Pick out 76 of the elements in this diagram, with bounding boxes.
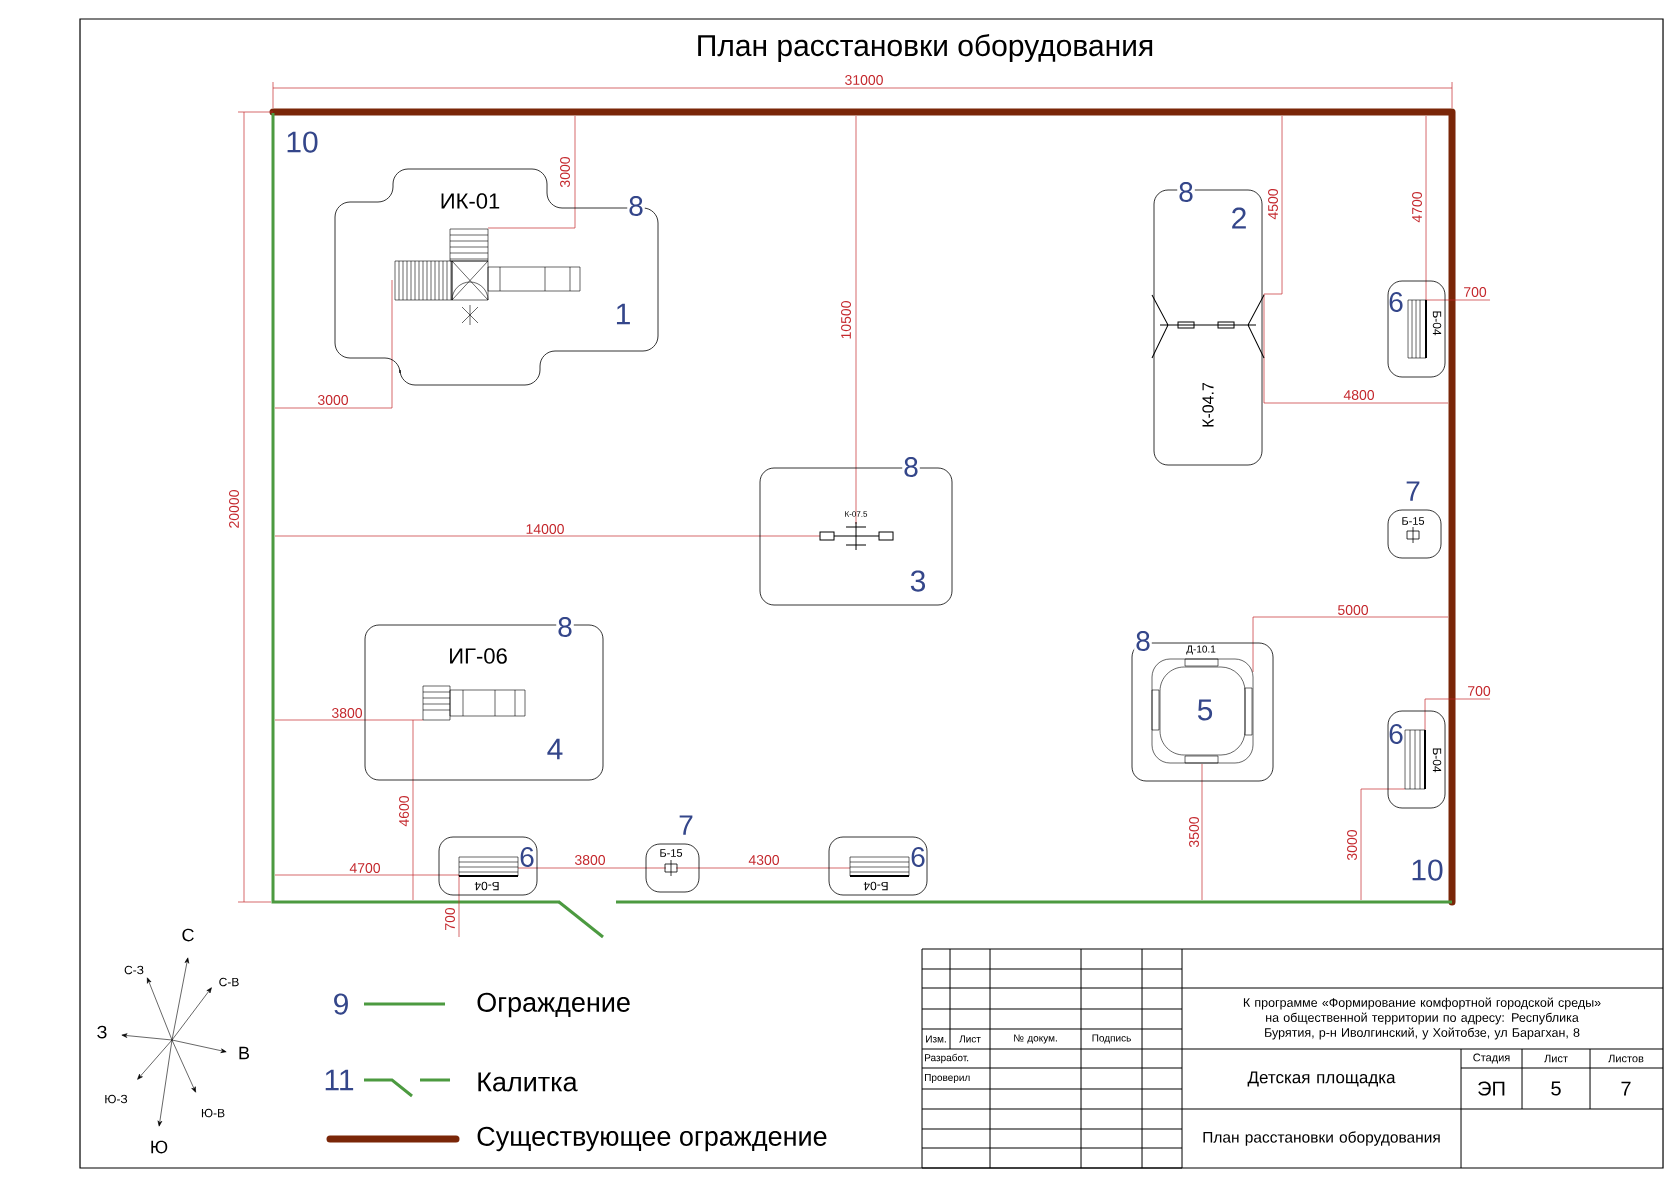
table-cell-text: Разработ. xyxy=(925,1053,969,1064)
dimension-label: 14000 xyxy=(524,523,566,535)
callout-number: 6 xyxy=(1389,292,1403,312)
callout-number: 3 xyxy=(910,570,926,592)
table-cell-text: ЭП xyxy=(1478,1081,1505,1096)
equipment-code: Б-15 xyxy=(660,849,683,857)
equipment-code: ИК-01 xyxy=(441,193,500,209)
dimension-label: 20000 xyxy=(228,488,240,530)
legend-label: Ограждение xyxy=(477,992,630,1018)
callout-number: 6 xyxy=(520,847,534,867)
callout-number: 1 xyxy=(616,303,630,325)
dimension-label: 10500 xyxy=(840,299,852,341)
equipment-code: К-07.5 xyxy=(845,511,868,517)
callout-number: 2 xyxy=(1232,207,1246,229)
table-cell-text: Изм. xyxy=(926,1035,946,1043)
compass-label: Ю-В xyxy=(201,1108,225,1118)
callout-number: 10 xyxy=(287,131,318,153)
callout-number: 8 xyxy=(1177,181,1195,203)
dimension-label: 4700 xyxy=(348,862,382,874)
table-cell-text: Листов xyxy=(1608,1054,1644,1063)
callout-number: 4 xyxy=(547,738,563,760)
legend-label: Существующее ограждение xyxy=(477,1126,827,1152)
callout-number: 9 xyxy=(334,993,348,1015)
equipment-code: Д-10.1 xyxy=(1186,645,1216,655)
callout-number: 7 xyxy=(679,815,693,835)
compass-label: Ю xyxy=(151,1140,168,1154)
dimension-label: 4600 xyxy=(398,794,410,828)
table-cell-text: 5 xyxy=(1551,1081,1561,1096)
compass-label: З xyxy=(97,1025,107,1039)
table-cell-text: Лист xyxy=(959,1035,981,1043)
dimension-label: 4300 xyxy=(747,854,781,866)
equipment-code: ИГ-06 xyxy=(450,648,507,664)
equipment-code: К-04.7 xyxy=(1202,382,1214,427)
callout-number: 7 xyxy=(1406,481,1420,501)
equipment-code: Б-04 xyxy=(863,881,888,891)
equipment-code: Б-04 xyxy=(474,881,499,891)
dimension-label: 3000 xyxy=(1346,828,1358,862)
dimension-label: 700 xyxy=(1466,685,1492,697)
callout-number: 8 xyxy=(902,456,920,478)
compass-label: С xyxy=(182,928,194,942)
table-cell-text: Стадия xyxy=(1473,1053,1510,1064)
callout-number: 6 xyxy=(1389,724,1403,744)
dimension-label: 3500 xyxy=(1188,815,1200,849)
dimension-label: 4700 xyxy=(1411,190,1423,224)
compass-label: Ю-З xyxy=(105,1094,128,1104)
table-cell-text: 7 xyxy=(1621,1081,1631,1096)
table-cell-text: Проверил xyxy=(925,1074,970,1083)
callout-number: 5 xyxy=(1197,699,1213,721)
table-cell-text: План расстановки оборудования xyxy=(1203,1131,1440,1146)
dimension-label: 700 xyxy=(1462,286,1488,298)
callout-number: 10 xyxy=(1412,859,1443,881)
dimension-label: 3800 xyxy=(573,854,607,866)
callout-number: 8 xyxy=(1134,630,1152,652)
dimension-label: 5000 xyxy=(1336,604,1370,616)
compass-label: В xyxy=(239,1046,250,1060)
dimension-label: 700 xyxy=(444,906,456,932)
compass-label: С-З xyxy=(124,965,144,975)
callout-number: 6 xyxy=(911,847,925,867)
legend-label: Калитка xyxy=(478,1072,578,1092)
table-cell-text: № докум. xyxy=(1014,1034,1057,1044)
equipment-code: Б-04 xyxy=(1432,311,1442,336)
drawing-title: План расстановки оборудования xyxy=(698,33,1153,63)
dimension-label: 3000 xyxy=(559,155,571,189)
dimension-label: 3000 xyxy=(316,394,350,406)
compass-label: С-В xyxy=(219,977,239,987)
table-cell-text: Подпись xyxy=(1092,1034,1131,1044)
dimension-label: 4800 xyxy=(1342,389,1376,401)
callout-number: 8 xyxy=(627,195,645,217)
equipment-code: Б-15 xyxy=(1402,517,1425,525)
callout-number: 8 xyxy=(556,616,574,638)
table-cell-text: Детская площадка xyxy=(1247,1071,1396,1087)
dimension-label: 31000 xyxy=(843,74,885,86)
table-cell-text: К программе «Формирование комфортной городской среды» на общественной территории по адресу: Республика Бурятия, р-н Иволгинский, у Хойтобзе, ул Барагхан, 8 xyxy=(1243,997,1601,1040)
table-cell-text: Лист xyxy=(1544,1054,1568,1063)
callout-number: 11 xyxy=(325,1069,354,1091)
equipment-code: Б-04 xyxy=(1432,748,1442,773)
